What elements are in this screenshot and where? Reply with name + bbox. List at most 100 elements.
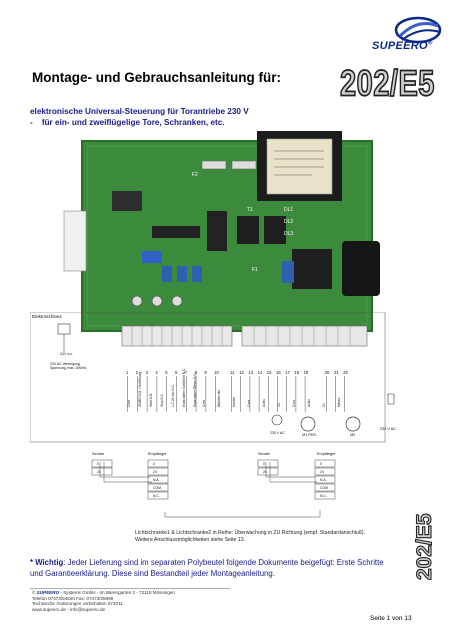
side-connector [63,210,87,272]
wire-label: Com [202,400,206,407]
elektroschloss-label: Elektroschloss [32,314,62,319]
pin-label: 0 [320,462,322,466]
pin-label: 24 [97,470,101,474]
footer-line-2: Telefon 07473/94840 Fax: 07473/25959 [32,595,114,601]
wire-label: Start N.O. [149,393,153,407]
page-title: Montage- und Gebrauchsanleitung für: [32,70,281,85]
wire-label: Com [247,400,251,407]
terminal-number: 12 [239,370,244,375]
motor-1-icon [300,416,316,432]
terminal-number: 3 [146,370,149,375]
pin-label: 24 [153,470,157,474]
important-text: : Jeder Lieferung sind im separaten Poly… [30,558,384,578]
footer-line-4: www.supeero.de - info@supeero.de [32,606,106,612]
terminal-number: 22 [343,370,348,375]
capacitor [342,241,380,296]
pin-box [314,483,336,492]
terminal-number: 2 [136,370,139,375]
pin-label: 0 [97,462,99,466]
terminal-number: 16 [276,370,281,375]
relay-1 [237,216,259,244]
pin-label: N.C. [153,494,160,498]
motor-1-label: M1 PED. [302,433,317,437]
terminal-number: 10 [214,370,219,375]
terminal-number: 15 [267,370,272,375]
pin-box [147,459,169,468]
diagram-note: Lichtschranke1 & Lichtschranke2 in Reihe… [135,530,366,543]
terminal-number: 7 [185,370,188,375]
motor-2-label: M2 [350,433,355,437]
elektroschloss-icon [57,323,71,335]
pin-label: 0 [263,462,265,466]
wiring-diagram: Elektroschloss 24V a.c. 24V AC Versorgun… [30,312,396,518]
footer-divider [30,588,230,589]
wire-label: Stop N.C. [160,393,164,407]
wire-label: Endschalter Öffnen N.C. [193,372,197,407]
pin-label: N.C. [320,494,327,498]
terminal-block-2 [241,325,368,347]
logo-brand: SUPEERO® [372,40,433,52]
wire-label: Com [127,400,131,407]
blink-voltage: 230 V AC [270,431,285,435]
wire-label: Endschalter Schließen N.C. [182,368,186,407]
subtitle-line-1: elektronische Universal-Steuerung für To… [30,107,249,116]
terminal-number: 4 [155,370,158,375]
pin-box [91,459,113,468]
chip-1 [152,226,200,238]
board-label-dl3: DL3 [284,231,293,237]
pin-label: 0 [153,462,155,466]
wire-label: Blinkleuchte [217,390,221,407]
pin-box [314,459,336,468]
important-note: * Wichtig: Jeder Lieferung sind im separ… [30,557,390,579]
board-label-f2: F2 [192,172,198,178]
photocell-pair-2: Sender Empfänger [258,452,336,456]
empfaenger-label-2: Empfänger [317,452,336,456]
photocell-pin-boxes: 0 24 0 24N.A. COM N.C. 0 24 0 24N.A. COM N.C. [91,459,336,500]
terminal-number: 1 [126,370,129,375]
supply-note-1: 24V AC Versorgung [50,362,80,366]
supeero-logo [394,16,442,44]
pin-label: COM [153,486,161,490]
pin-label: 24 [320,470,324,474]
terminal-number: 18 [294,370,299,375]
pin-label: COM [320,486,328,490]
terminal-number: 21 [334,370,339,375]
pin-box [147,483,169,492]
pin-box [147,491,169,500]
pin-box [147,475,169,484]
wires [127,376,345,412]
terminal-number: 17 [285,370,290,375]
relay-2 [264,216,286,244]
terminal-number: 14 [258,370,263,375]
pin-box [314,467,336,476]
important-label: * Wichtig [30,558,64,567]
pin-box [257,467,279,476]
subtitle-line-2: - für ein- und zweiflügelige Tore, Schra… [30,118,225,127]
wire-label: SWBR N.O. / Notöffnung [138,372,142,407]
page-number: Seite 1 von 13 [370,615,412,622]
wire-label: Aufzu [262,399,266,407]
relay-3 [292,249,332,289]
photocell-pair-1: Sender Empfänger [92,452,167,456]
power-plug-icon [387,393,395,405]
terminal-number: 13 [248,370,253,375]
power-label: 230 V AC [380,427,396,431]
pin-label: N.A. [320,478,327,482]
wire-label: Zu [322,403,326,407]
sender-label-2: Sender [258,452,271,456]
voltage-label: 24V a.c. [60,352,73,356]
terminal-number: 5 [165,370,168,375]
model-number-side: 202/E5 [412,513,436,581]
wire-label: Com [292,400,296,407]
wire-label: L.C.24 Vac N.C. [171,384,175,407]
pin-label: 24 [263,470,267,474]
model-number: 202/E5 [339,63,435,105]
terminal-number: 19 [304,370,309,375]
pin-box [314,475,336,484]
circuit-board-image: F1 F2 T1 DL1 DL2 DL3 [63,131,380,347]
pin-label: N.A. [153,478,160,482]
footer-line-3: Technische Änderungen vorbehalten 072011 [32,601,123,607]
